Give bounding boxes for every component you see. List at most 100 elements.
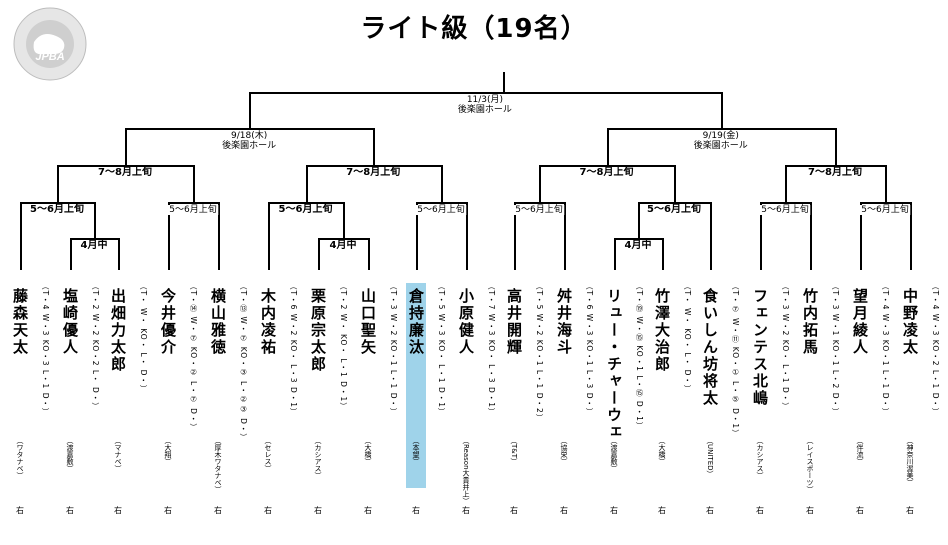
round-final-label: 11/3(月)後楽園ホール (455, 95, 514, 115)
boxer-gym: （ワタナベ） (16, 437, 24, 479)
boxer-name: 出畑力太郎 (109, 288, 127, 373)
bracket-line (835, 128, 837, 165)
boxer-stance: 右 (412, 506, 420, 515)
bracket-line (343, 202, 345, 238)
bracket-line (606, 128, 835, 130)
bracket-line (268, 202, 270, 270)
jpba-logo: JPBA (13, 7, 87, 81)
bracket-line (57, 165, 59, 202)
final-stem (503, 72, 505, 92)
bracket-line (539, 165, 674, 167)
boxer-gym: （カシアス） (756, 437, 764, 479)
bracket-line (785, 165, 885, 167)
boxer-record: （T・6 W・3 KO・1 L・3 D・） (585, 282, 594, 417)
round-qf-label: 7〜8月上旬 (577, 167, 636, 178)
boxer-gym: （渡嘉敷） (66, 437, 74, 472)
bracket-line (94, 202, 96, 238)
round-qf-label: 7〜8月上旬 (96, 167, 154, 178)
bracket-line (785, 165, 787, 202)
bracket-line (318, 238, 368, 240)
boxer-record: （T・⑭ W・⑦ KO・② L・⑦ D・） (189, 282, 198, 432)
bracket-line (249, 92, 252, 128)
bracket-line (305, 165, 441, 167)
bracket-line (810, 202, 812, 270)
bracket-line (20, 202, 94, 204)
boxer-record: （T・ W・ KO・ L・ D・） (683, 282, 692, 394)
boxer-name: 竹澤大治郎 (653, 288, 671, 373)
boxer-record: （T・6 W・2 KO・ L・3 D・1） (289, 282, 298, 417)
round-qf-label: 7〜8月上旬 (806, 167, 864, 178)
bracket-line (514, 202, 564, 204)
boxer-name: 小原健人 (457, 288, 475, 356)
boxer-stance: 右 (164, 506, 172, 515)
bracket-line (70, 238, 72, 270)
bracket-line (466, 202, 468, 270)
round-r2-label: 5〜6月上旬 (167, 205, 219, 215)
bracket-line (638, 202, 710, 204)
boxer-gym: （T&T） (510, 437, 518, 466)
boxer-name: フェンテス北嶋 (751, 288, 769, 407)
bracket-line (168, 202, 170, 270)
boxer-stance: 右 (314, 506, 322, 515)
bracket-line (564, 202, 566, 270)
boxer-gym: （渡嘉敷） (610, 437, 618, 472)
boxer-name: 舛井海斗 (555, 288, 573, 356)
boxer-name: 竹内拓馬 (801, 288, 819, 356)
boxer-name: 今井優介 (159, 288, 177, 356)
bracket-line (606, 128, 609, 165)
boxer-record: （T・2 W・ KO・ L・1 D・1） (339, 282, 348, 411)
round-r2-label: 5〜6月上旬 (28, 204, 86, 215)
bracket-line (268, 202, 343, 204)
bracket-line (662, 238, 664, 270)
round-r1-label: 4月中 (327, 240, 359, 251)
boxer-stance: 右 (610, 506, 618, 515)
boxer-record: （T・7 W・3 KO・ L・3 D・1） (487, 282, 496, 417)
bracket-line (760, 202, 762, 270)
boxer-name: 横山雅徳 (209, 288, 227, 356)
boxer-name: 山口聖矢 (359, 288, 377, 356)
boxer-record: （T・⑬ W・⑦ KO・③ L・②③ D・） (239, 282, 248, 442)
boxer-gym: （大橋） (364, 437, 372, 465)
boxer-record: （T・5 W・3 KO・ L・1 D・1） (437, 282, 446, 417)
boxer-stance: 右 (114, 506, 122, 515)
boxer-gym: （カシアス） (314, 437, 322, 479)
round-r2-label: 5〜6月上旬 (645, 204, 703, 215)
bracket-line (860, 202, 910, 204)
round-r2-label: 5〜6月上旬 (859, 205, 911, 215)
bracket-line (514, 202, 516, 270)
boxer-record: （T・2 W・2 KO・2 L・ D・） (91, 282, 100, 411)
boxer-stance: 右 (66, 506, 74, 515)
boxer-gym: （UNITED） (706, 437, 714, 478)
boxer-gym: （マナベ） (114, 437, 122, 472)
boxer-record: （T・4 W・3 KO・2 L・1 D・） (931, 282, 940, 417)
boxer-name: 塩崎優人 (61, 288, 79, 356)
bracket-line (638, 202, 640, 238)
boxer-stance: 右 (214, 506, 222, 515)
bracket-line (368, 238, 370, 270)
bracket-line (860, 202, 862, 270)
boxer-stance: 右 (560, 506, 568, 515)
bracket-line (249, 92, 721, 94)
bracket-line (614, 238, 616, 270)
boxer-stance: 右 (756, 506, 764, 515)
boxer-gym: （本望） (412, 437, 420, 465)
bracket-line (910, 202, 912, 270)
boxer-stance: 右 (462, 506, 470, 515)
boxer-gym: （大橋） (658, 437, 666, 465)
bracket-line (441, 165, 443, 202)
boxer-record: （T・ W・ KO・ L・ D・） (139, 282, 148, 394)
boxer-record: （T・4 W・3 KO・1 L・1 D・） (881, 282, 890, 417)
bracket-line (70, 238, 118, 240)
boxer-name: 木内凌祐 (259, 288, 277, 356)
boxer-gym: （協栄） (560, 437, 568, 465)
boxer-stance: 右 (16, 506, 24, 515)
boxer-stance: 右 (364, 506, 372, 515)
boxer-record: （T・4 W・3 KO・3 L・1 D・） (41, 282, 50, 417)
bracket-line (373, 128, 376, 165)
bracket-line (710, 202, 712, 270)
boxer-stance: 右 (510, 506, 518, 515)
bracket-line (193, 165, 195, 202)
bracket-line (125, 128, 127, 165)
boxer-stance: 右 (658, 506, 666, 515)
